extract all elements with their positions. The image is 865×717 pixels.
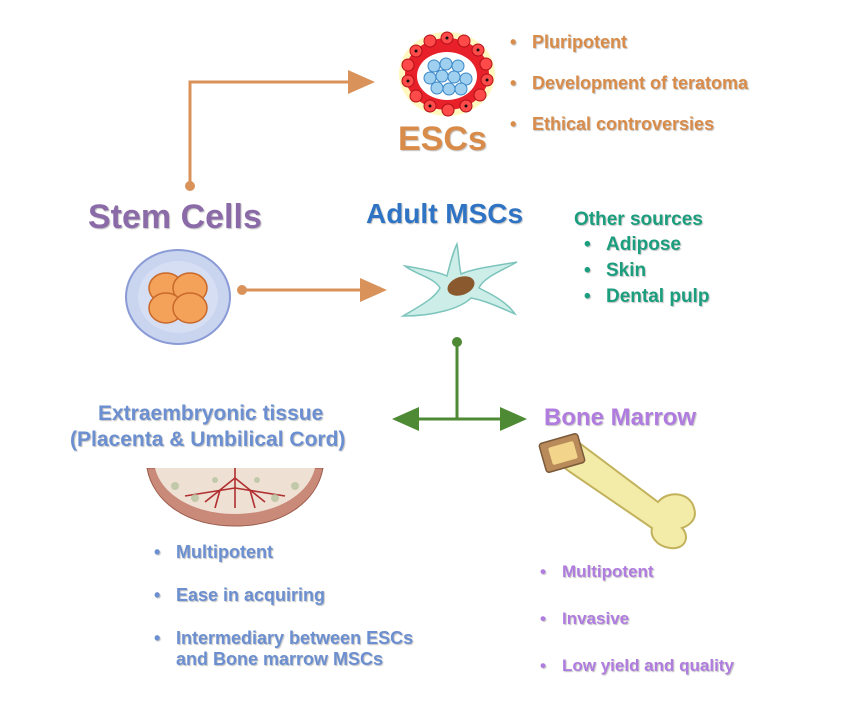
list-item-text: Dental pulp [606,286,710,307]
list-item: • Development of teratoma [510,73,810,94]
bullet-icon: • [540,656,546,675]
list-item-text: Adipose [606,234,681,255]
list-item-text: Low yield and quality [562,656,734,675]
bullet-icon: • [510,73,517,93]
msc-cell-image [400,241,518,317]
list-item-text: Multipotent [176,542,273,562]
bullet-icon: • [540,609,546,628]
extraembryonic-title: Extraembryonic tissue [98,402,324,425]
list-item: • Multipotent [154,542,414,563]
bullet-icon: • [584,286,591,307]
escs-title: ESCs [398,120,487,158]
bullet-icon: • [154,628,161,648]
list-item-text: Ease in acquiring [176,585,326,605]
other-sources-list: • Adipose • Skin • Dental pulp [584,234,784,308]
bullet-icon: • [154,542,161,562]
list-item-text: Pluripotent [532,32,627,52]
arrow-adult-to-sources [392,337,527,431]
other-sources-heading: Other sources [574,209,703,230]
extraembryonic-points-list: • Multipotent • Ease in acquiring • Intermedi… [154,542,414,670]
list-item: • Multipotent [540,562,800,582]
bullet-icon: • [584,234,591,255]
adult-mscs-title: Adult MSCs [366,198,524,229]
arrow-stem-to-escs [185,70,375,191]
bone-image [538,433,696,550]
bullet-icon: • [510,32,517,52]
list-item: • Pluripotent [510,32,810,53]
list-item: • Low yield and quality [540,656,800,676]
bullet-icon: • [540,562,546,581]
bullet-icon: • [510,114,517,134]
list-item: • Ethical controversies [510,114,810,135]
list-item: • Skin [584,260,784,282]
bullet-icon: • [584,260,591,281]
bone-marrow-points-list: • Multipotent • Invasive • Low yield and qual… [540,562,800,676]
list-item: • Invasive [540,609,800,629]
esc-colony-image [399,31,495,117]
list-item-text: Intermediary between ESCs and Bone marro… [176,628,414,669]
bone-marrow-title: Bone Marrow [544,404,697,431]
list-item: • Adipose [584,234,784,256]
list-item-text: Development of teratoma [532,73,749,93]
bullet-icon: • [154,585,161,605]
stem-cell-image [125,249,231,345]
placenta-image [146,468,324,527]
list-item: • Intermediary between ESCs and Bone marr… [154,628,414,670]
extraembryonic-subtitle: (Placenta & Umbilical Cord) [70,428,346,451]
list-item-text: Skin [606,260,647,281]
list-item-text: Invasive [562,609,630,628]
stem-cells-title: Stem Cells [88,198,262,236]
list-item-text: Multipotent [562,562,654,581]
list-item: • Ease in acquiring [154,585,414,606]
list-item-text: Ethical controversies [532,114,715,134]
esc-points-list: • Pluripotent • Development of teratoma • Eth… [510,32,810,135]
list-item: • Dental pulp [584,286,784,308]
arrow-stem-to-adult-mscs [237,278,387,302]
